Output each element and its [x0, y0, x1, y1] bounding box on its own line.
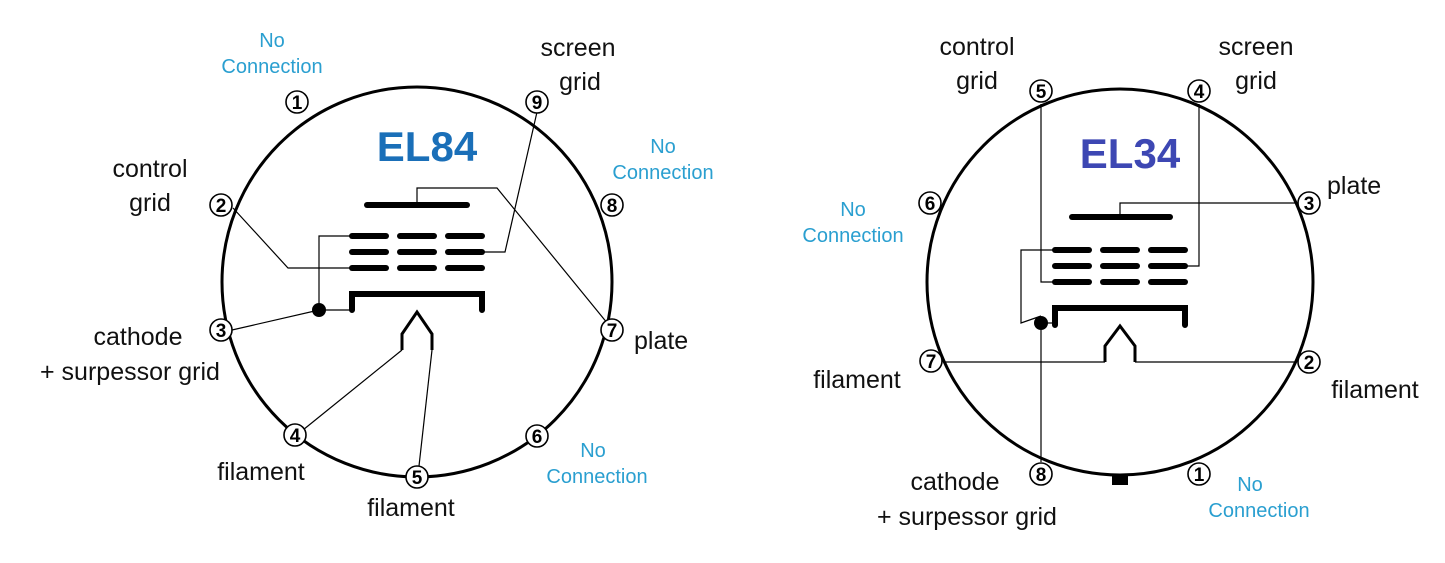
svg-text:5: 5 [1036, 82, 1047, 103]
el34-nc6-label-line2: Connection [802, 225, 903, 247]
el34-screen-grid-label-line2: grid [1235, 67, 1277, 95]
el84-grids [349, 233, 485, 271]
el84-cathode-label-line2: + surpessor grid [40, 358, 220, 386]
el34-pin-1: 1 [1187, 462, 1211, 486]
el84-pin-7: 7 [600, 318, 624, 342]
el84-nc8-label-line2: Connection [612, 162, 713, 184]
el84-control-grid-label-line1: control [112, 155, 187, 183]
svg-text:6: 6 [532, 427, 543, 448]
el34-title: EL34 [1080, 130, 1181, 177]
el84-nc1-label-line1: No [259, 30, 285, 52]
el34-diagram: EL34 [802, 33, 1418, 531]
svg-text:7: 7 [607, 321, 618, 342]
el84-cathode-label-line1: cathode [94, 323, 183, 351]
el84-nc8-label-line1: No [650, 136, 676, 158]
el34-cathode-electrode [1052, 305, 1188, 328]
el34-pin-3: 3 [1297, 191, 1321, 215]
el84-nc1-label-line2: Connection [221, 56, 322, 78]
el34-screen-grid-label-line1: screen [1218, 33, 1293, 61]
el84-screen-grid-label-line1: screen [540, 34, 615, 62]
svg-text:8: 8 [607, 196, 618, 217]
el34-pin-5: 5 [1029, 79, 1053, 103]
el34-cathode-label-line1: cathode [911, 468, 1000, 496]
el84-wires [231, 111, 609, 467]
el84-pin-2: 2 [209, 193, 233, 217]
el84-heater [400, 309, 434, 350]
el34-pin-4: 4 [1187, 79, 1211, 103]
el84-title: EL84 [377, 123, 478, 170]
el84-screen-grid-label-line2: grid [559, 68, 601, 96]
el84-control-grid-label-line2: grid [129, 189, 171, 217]
el34-pin-6: 6 [918, 191, 942, 215]
el34-nc6-label-line1: No [840, 199, 866, 221]
el84-pin-1: 1 [285, 90, 309, 114]
svg-text:3: 3 [216, 321, 227, 342]
svg-text:4: 4 [1194, 82, 1205, 103]
el34-cathode-label-line2: + surpessor grid [877, 503, 1057, 531]
el84-pin-6: 6 [525, 424, 549, 448]
el34-nc1-label-line2: Connection [1208, 500, 1309, 522]
el34-nc1-label-line1: No [1237, 474, 1263, 496]
el84-pin-8: 8 [600, 193, 624, 217]
svg-text:3: 3 [1304, 194, 1315, 215]
svg-text:4: 4 [290, 426, 301, 447]
el84-pin-4: 4 [283, 423, 307, 447]
el34-filament-label-pin7: filament [813, 366, 901, 394]
svg-text:8: 8 [1036, 465, 1047, 486]
svg-text:2: 2 [216, 196, 227, 217]
el84-pin-3: 3 [209, 318, 233, 342]
el84-pin-9: 9 [525, 90, 549, 114]
svg-text:9: 9 [532, 93, 543, 114]
el34-heater [1103, 323, 1137, 362]
el84-cathode-electrode [349, 291, 485, 313]
el84-nc6-label-line2: Connection [546, 466, 647, 488]
el34-pin-8: 8 [1029, 462, 1053, 486]
el34-key-notch [1112, 475, 1128, 485]
svg-text:1: 1 [292, 93, 303, 114]
el84-filament-label-pin4: filament [217, 458, 305, 486]
el34-grids [1052, 247, 1188, 285]
svg-text:1: 1 [1194, 465, 1205, 486]
el34-wires [943, 104, 1297, 462]
el84-filament-label-pin5: filament [367, 494, 455, 522]
el34-control-grid-label-line2: grid [956, 67, 998, 95]
svg-text:2: 2 [1304, 353, 1315, 374]
el84-pin-5: 5 [405, 465, 429, 489]
svg-text:7: 7 [926, 352, 937, 373]
el34-pin-2: 2 [1297, 350, 1321, 374]
svg-text:5: 5 [412, 468, 423, 489]
el34-filament-label-pin2: filament [1331, 376, 1419, 404]
el84-nc6-label-line1: No [580, 440, 606, 462]
svg-text:6: 6 [925, 194, 936, 215]
el34-plate-label: plate [1327, 172, 1381, 200]
el84-plate-label: plate [634, 327, 688, 355]
el84-diagram: EL84 1 [40, 30, 714, 522]
el34-pin-7: 7 [919, 349, 943, 373]
el34-control-grid-label-line1: control [939, 33, 1014, 61]
